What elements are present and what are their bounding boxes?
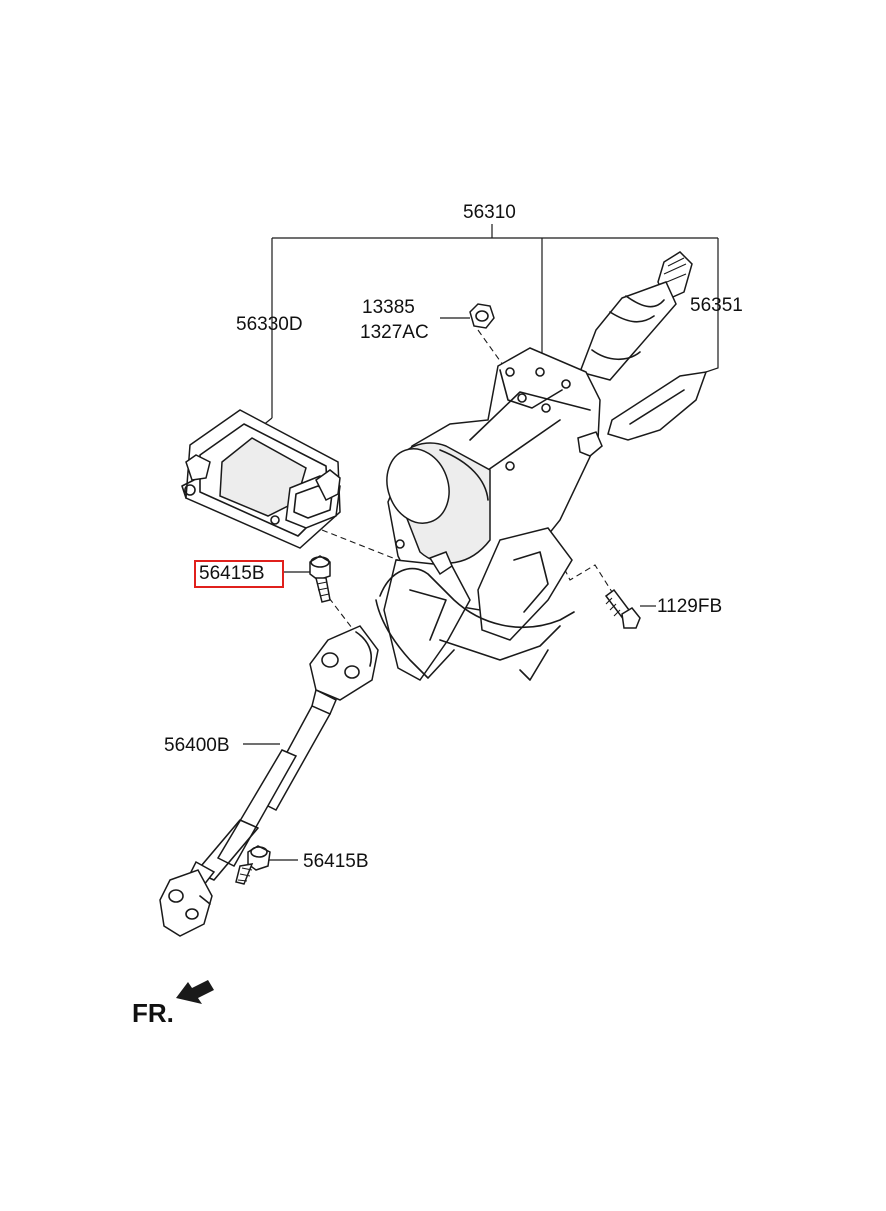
bolt-1129fb-part	[604, 588, 641, 629]
label-13385[interactable]: 13385	[362, 297, 415, 318]
bolt-upper-part	[309, 555, 331, 603]
highlight-box	[194, 560, 284, 588]
label-1129fb[interactable]: 1129FB	[657, 596, 723, 617]
label-56351[interactable]: 56351	[690, 295, 743, 316]
steering-column-part	[375, 251, 708, 681]
label-56400b[interactable]: 56400B	[164, 735, 230, 756]
label-1327ac[interactable]: 1327AC	[360, 322, 429, 343]
label-56415b-lower[interactable]: 56415B	[303, 851, 369, 872]
nut-part	[469, 303, 495, 329]
direction-marker: FR.	[132, 998, 174, 1028]
ecu-module-part	[181, 409, 341, 549]
label-56330d[interactable]: 56330D	[236, 314, 303, 335]
front-arrow-icon	[176, 980, 214, 1004]
label-56310[interactable]: 56310	[463, 202, 516, 223]
intermediate-shaft-part	[159, 625, 379, 937]
bolt-lower-part	[235, 845, 271, 885]
label-56415b-highlighted[interactable]: 56415B	[199, 563, 265, 584]
leader-lines	[243, 224, 719, 861]
